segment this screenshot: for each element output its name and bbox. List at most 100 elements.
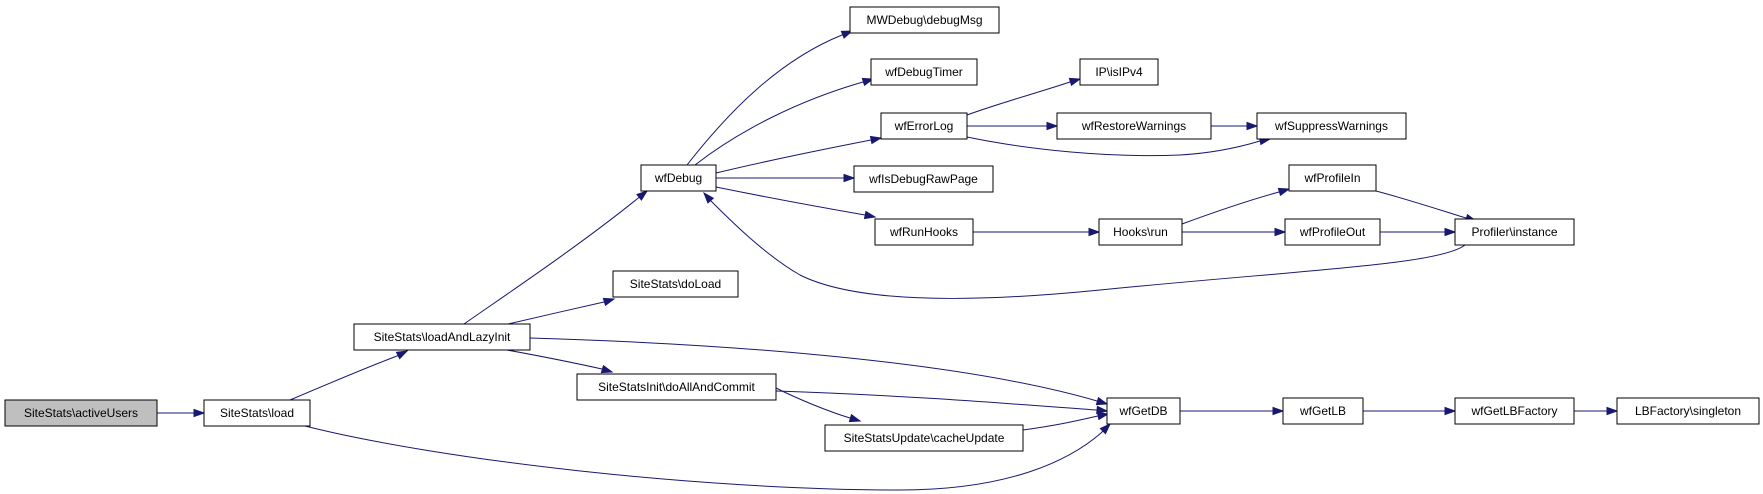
node-label: wfGetLBFactory <box>1470 404 1557 418</box>
node-wfErrorLog[interactable]: wfErrorLog <box>880 112 968 140</box>
arrowhead <box>1096 411 1110 421</box>
edge-line <box>775 390 1108 412</box>
arrowhead <box>1246 121 1259 131</box>
node-box[interactable] <box>576 373 777 401</box>
arrowhead <box>1088 227 1101 237</box>
node-label: wfErrorLog <box>894 119 954 133</box>
edge-wfDebug-to-wfIsDebugRawPage <box>716 173 856 183</box>
node-doLoad[interactable]: SiteStats\doLoad <box>612 270 739 298</box>
node-load[interactable]: SiteStats\load <box>203 399 311 427</box>
arrowhead <box>1046 121 1059 131</box>
node-box[interactable] <box>1454 218 1575 246</box>
arrowhead <box>1277 187 1291 197</box>
node-label: wfRestoreWarnings <box>1081 119 1186 133</box>
node-box[interactable] <box>4 399 158 427</box>
edge-line <box>966 136 1271 157</box>
edge-line <box>1181 188 1290 225</box>
edge-wfGetLB-to-wfGetLBFactory <box>1363 406 1457 416</box>
edge-line <box>289 350 408 401</box>
node-box[interactable] <box>853 165 994 193</box>
node-label: SiteStatsInit\doAllAndCommit <box>598 380 755 394</box>
node-box[interactable] <box>1616 397 1760 425</box>
node-loadAndLazyInit[interactable]: SiteStats\loadAndLazyInit <box>353 323 531 351</box>
edge-loadAndLazyInit-to-wfDebug <box>463 190 649 325</box>
node-box[interactable] <box>203 399 311 427</box>
node-wfGetDB[interactable]: wfGetDB <box>1106 397 1181 425</box>
node-box[interactable] <box>1056 112 1212 140</box>
node-box[interactable] <box>1256 112 1407 140</box>
node-profilerInstance[interactable]: Profiler\instance <box>1454 218 1575 246</box>
node-isIPv4[interactable]: IP\isIPv4 <box>1079 58 1159 86</box>
node-wfGetLB[interactable]: wfGetLB <box>1282 397 1364 425</box>
edge-doAllAndCommit-to-cacheUpdate <box>775 387 862 423</box>
node-wfProfileOut[interactable]: wfProfileOut <box>1284 218 1381 246</box>
node-wfDebug[interactable]: wfDebug <box>640 164 717 192</box>
edge-line <box>529 337 1108 405</box>
node-wfSuppressWarnings[interactable]: wfSuppressWarnings <box>1256 112 1407 140</box>
node-box[interactable] <box>353 323 531 351</box>
edge-wfErrorLog-to-isIPv4 <box>966 77 1082 116</box>
node-box[interactable] <box>612 270 739 298</box>
node-label: SiteStats\loadAndLazyInit <box>374 330 511 344</box>
node-wfRunHooks[interactable]: wfRunHooks <box>874 218 974 246</box>
arrowhead <box>1095 396 1109 406</box>
node-label: Profiler\instance <box>1471 225 1557 239</box>
edge-profilerInstance-to-wfDebug <box>703 191 1466 299</box>
arrowhead <box>1274 227 1287 237</box>
node-box[interactable] <box>849 6 1000 34</box>
node-wfIsDebugRawPage[interactable]: wfIsDebugRawPage <box>853 165 994 193</box>
arrowhead <box>600 364 614 374</box>
arrowhead <box>1068 77 1082 87</box>
arrowhead <box>1444 227 1457 237</box>
node-label: wfSuppressWarnings <box>1274 119 1388 133</box>
edge-wfErrorLog-to-wfRestoreWarnings <box>967 121 1059 131</box>
edge-doAllAndCommit-to-wfGetDB <box>775 390 1109 415</box>
node-box[interactable] <box>870 58 978 86</box>
node-box[interactable] <box>1079 58 1159 86</box>
node-box[interactable] <box>1106 397 1181 425</box>
node-box[interactable] <box>1098 218 1183 246</box>
arrowhead <box>843 173 856 183</box>
arrowhead <box>193 408 206 418</box>
node-box[interactable] <box>1454 397 1575 425</box>
edge-wfProfileIn-to-profilerInstance <box>1375 190 1478 223</box>
edge-hooksRun-to-wfProfileIn <box>1181 187 1291 225</box>
node-cacheUpdate[interactable]: SiteStatsUpdate\cacheUpdate <box>824 424 1024 452</box>
node-lbSingleton[interactable]: LBFactory\singleton <box>1616 397 1760 425</box>
edge-line <box>506 349 613 373</box>
edge-line <box>966 78 1081 116</box>
node-wfGetLBFactory[interactable]: wfGetLBFactory <box>1454 397 1575 425</box>
edge-line <box>715 137 882 174</box>
node-box[interactable] <box>1284 218 1381 246</box>
arrowhead <box>703 191 715 204</box>
edge-line <box>1375 190 1477 222</box>
arrowhead <box>395 350 409 360</box>
node-wfProfileIn[interactable]: wfProfileIn <box>1288 164 1377 192</box>
edge-line <box>463 190 648 325</box>
node-box[interactable] <box>824 424 1024 452</box>
node-box[interactable] <box>640 164 717 192</box>
edge-line <box>715 186 876 218</box>
edge-wfGetDB-to-wfGetLB <box>1180 406 1285 416</box>
edge-wfDebug-to-wfRunHooks <box>715 186 877 220</box>
arrowhead <box>861 77 875 87</box>
node-label: SiteStats\doLoad <box>630 277 721 291</box>
edge-load-to-loadAndLazyInit <box>289 350 409 401</box>
node-wfRestoreWarnings[interactable]: wfRestoreWarnings <box>1056 112 1212 140</box>
node-debugMsg[interactable]: MWDebug\debugMsg <box>849 6 1000 34</box>
node-label: LBFactory\singleton <box>1635 404 1741 418</box>
node-wfDebugTimer[interactable]: wfDebugTimer <box>870 58 978 86</box>
node-label: wfProfileIn <box>1303 171 1360 185</box>
node-doAllAndCommit[interactable]: SiteStatsInit\doAllAndCommit <box>576 373 777 401</box>
node-hooksRun[interactable]: Hooks\run <box>1098 218 1183 246</box>
node-box[interactable] <box>880 112 968 140</box>
node-activeUsers[interactable]: SiteStats\activeUsers <box>4 399 158 427</box>
node-box[interactable] <box>1282 397 1364 425</box>
node-box[interactable] <box>874 218 974 246</box>
node-label: SiteStats\activeUsers <box>24 406 138 420</box>
edge-line <box>304 423 1111 491</box>
node-label: wfProfileOut <box>1299 225 1366 239</box>
node-label: wfIsDebugRawPage <box>868 172 978 186</box>
node-label: wfDebugTimer <box>884 65 963 79</box>
node-box[interactable] <box>1288 164 1377 192</box>
